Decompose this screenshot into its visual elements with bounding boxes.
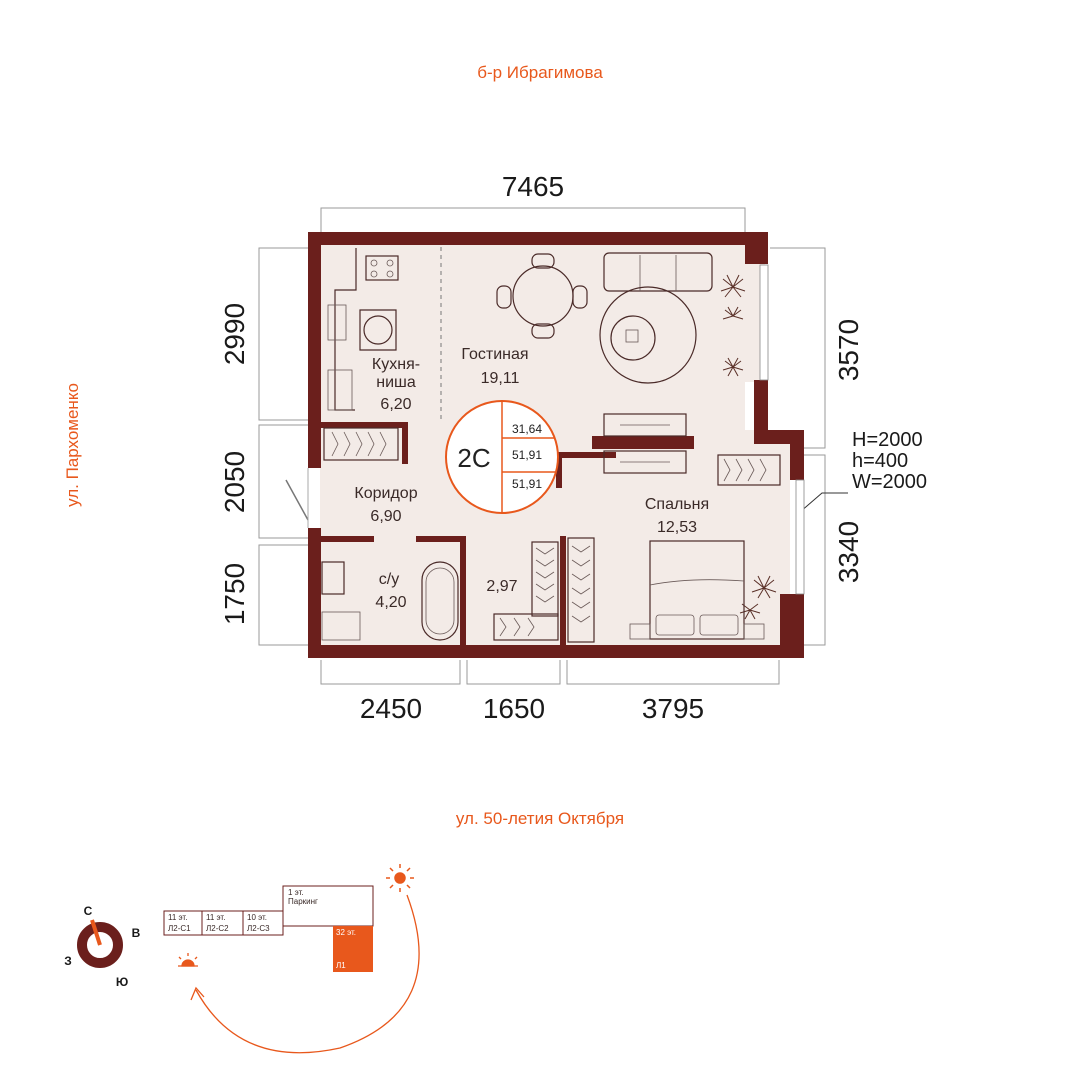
living-name: Гостиная bbox=[461, 346, 528, 363]
living-area: 19,11 bbox=[481, 370, 520, 387]
apartment-total-area: 51,91 bbox=[512, 448, 542, 462]
bedroom-name: Спальня bbox=[645, 496, 709, 513]
street-south-label: ул. 50-летия Октября bbox=[456, 809, 624, 828]
street-north-label: б-р Ибрагимова bbox=[477, 63, 603, 82]
tower-floors: 32 эт. bbox=[336, 928, 356, 937]
apartment-total-area-2: 51,91 bbox=[512, 477, 542, 491]
corridor-wardrobe bbox=[323, 427, 399, 461]
parking-name: Паркинг bbox=[288, 897, 318, 906]
building-3-name: Л2-С3 bbox=[247, 924, 270, 933]
window-spec-W: W=2000 bbox=[852, 471, 927, 493]
apartment-type: 2С bbox=[457, 443, 490, 473]
entry-door bbox=[285, 468, 309, 528]
apartment-badge: 2С 31,64 51,91 51,91 bbox=[445, 400, 559, 514]
compass-south: Ю bbox=[116, 975, 128, 989]
kitchen-name-2: ниша bbox=[376, 374, 416, 391]
sun-path bbox=[190, 894, 420, 1054]
bedroom-area: 12,53 bbox=[657, 519, 697, 536]
bathroom-area: 4,20 bbox=[375, 594, 406, 611]
corridor-area: 6,90 bbox=[370, 508, 401, 525]
compass-north: С bbox=[84, 904, 93, 918]
storage-furniture bbox=[493, 537, 595, 643]
plants bbox=[720, 274, 777, 620]
kitchen-name-1: Кухня- bbox=[372, 356, 420, 373]
building-1-floors: 11 эт. bbox=[168, 913, 187, 922]
compass: С В Ю З bbox=[64, 904, 140, 989]
building-1-name: Л2-С1 bbox=[168, 924, 191, 933]
compass-west: З bbox=[64, 954, 72, 968]
window-spec-H: H=2000 bbox=[852, 429, 923, 451]
building-2-name: Л2-С2 bbox=[206, 924, 229, 933]
walls bbox=[308, 232, 804, 658]
dimension-right-1: 3570 bbox=[833, 319, 864, 381]
dimension-left-1: 2990 bbox=[219, 303, 250, 365]
compass-east: В bbox=[132, 926, 141, 940]
dimension-bottom-3: 3795 bbox=[642, 693, 704, 724]
storage-area: 2,97 bbox=[486, 578, 517, 595]
dimension-left-2: 2050 bbox=[219, 451, 250, 513]
building-2-floors: 11 эт. bbox=[206, 913, 225, 922]
parking-floors: 1 эт. bbox=[288, 888, 304, 897]
site-plan: 11 эт. Л2-С1 11 эт. Л2-С2 10 эт. Л2-С3 1… bbox=[163, 885, 374, 972]
window-specs: H=2000 h=400 W=2000 bbox=[799, 429, 927, 513]
bathroom-name: с/у bbox=[379, 571, 399, 588]
sunrise-icon bbox=[178, 953, 198, 967]
building-3-floors: 10 эт. bbox=[247, 913, 267, 922]
kitchen-area: 6,20 bbox=[380, 396, 411, 413]
dimension-lines bbox=[258, 207, 826, 685]
living-furniture bbox=[496, 252, 713, 384]
dimension-bottom-1: 2450 bbox=[360, 693, 422, 724]
street-west-label: ул. Пархоменко bbox=[63, 383, 82, 507]
apartment-living-area: 31,64 bbox=[512, 422, 542, 436]
dimension-top: 7465 bbox=[502, 171, 564, 202]
dimension-left-3: 1750 bbox=[219, 563, 250, 625]
kitchen-furniture bbox=[327, 247, 442, 420]
windows bbox=[759, 264, 805, 595]
bathroom-furniture bbox=[321, 561, 459, 641]
dimension-right-2: 3340 bbox=[833, 521, 864, 583]
corridor-name: Коридор bbox=[354, 485, 417, 502]
tower-name: Л1 bbox=[336, 961, 346, 970]
bedroom-furniture bbox=[603, 413, 781, 640]
window-spec-h: h=400 bbox=[852, 450, 908, 472]
sun-icon bbox=[386, 864, 414, 892]
dimension-bottom-2: 1650 bbox=[483, 693, 545, 724]
room-labels: Кухня- ниша 6,20 Гостиная 19,11 Коридор … bbox=[354, 346, 709, 611]
